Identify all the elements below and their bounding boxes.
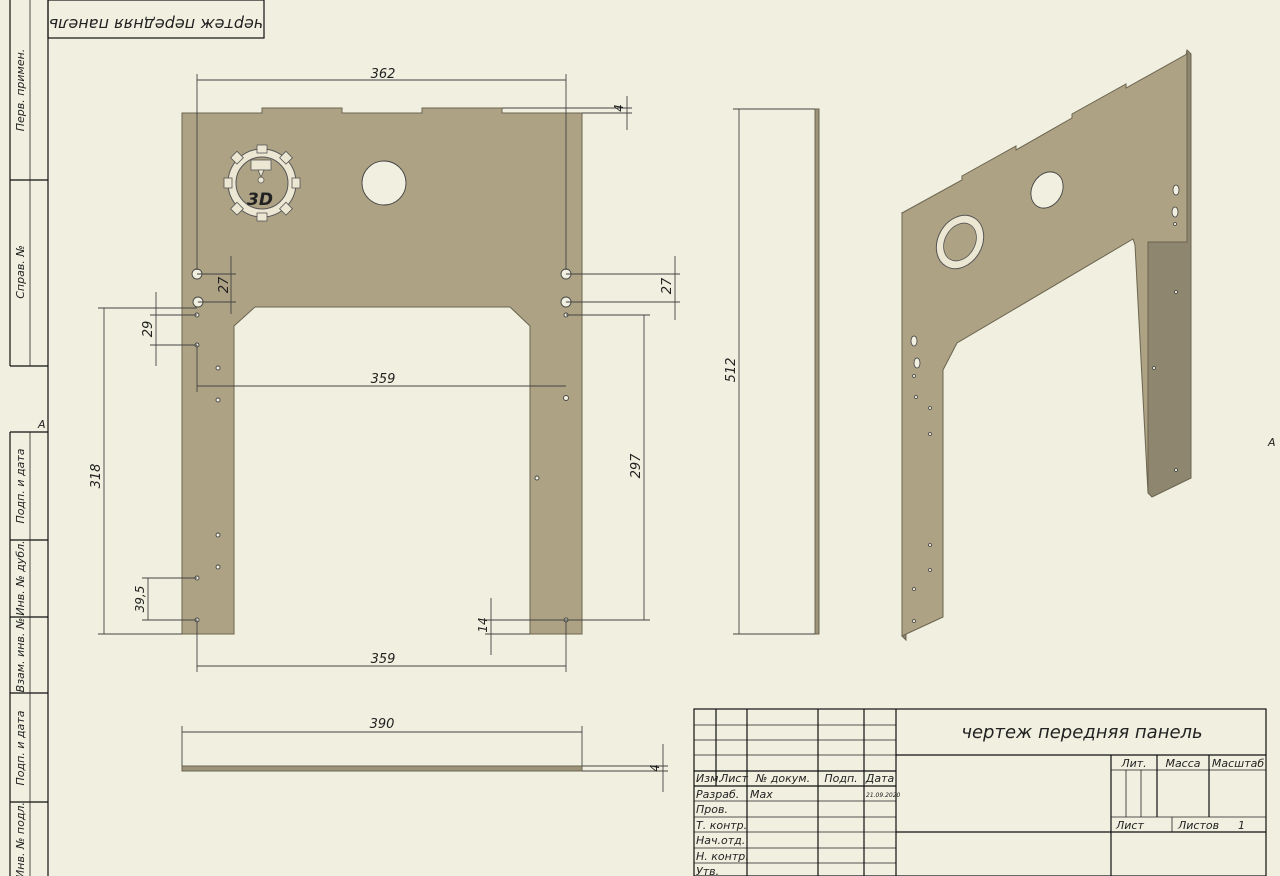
tb-lit-label: Лит.	[1120, 757, 1146, 770]
tb-header-data: Дата	[865, 772, 895, 785]
dim-hole-spacing-right-value: 27	[660, 277, 675, 294]
dim-foot-offset	[485, 598, 566, 655]
side-view-panel	[814, 108, 820, 635]
dim-foot-offset-value: 14	[476, 617, 490, 632]
tb-header-nom-dokum: № докум.	[755, 772, 810, 785]
dim-tab-height	[502, 96, 632, 130]
dim-edge-width	[181, 726, 583, 766]
dim-edge-thickness-value: 4	[648, 764, 662, 772]
mirrored-title-box	[47, 0, 265, 39]
dim-tab-height-value: 4	[612, 104, 626, 112]
isometric-view	[901, 48, 1192, 642]
dim-inner-width	[196, 345, 566, 392]
tb-header-list: Лист	[719, 772, 748, 785]
tb-name-razrab: Max	[750, 788, 773, 801]
tb-header-izm: Изм.	[696, 772, 722, 785]
dim-inner-width-value: 359	[371, 372, 396, 387]
dim-hole-spacing-left-value: 27	[217, 276, 232, 293]
dim-side-height	[733, 108, 815, 635]
dim-bottom-hole-value: 39,5	[133, 586, 147, 613]
tb-header-podp: Подп.	[824, 772, 857, 785]
tb-sheet-label: Лист	[1115, 819, 1144, 832]
tb-role-prov: Пров.	[696, 803, 728, 816]
dim-hole-offset	[150, 292, 197, 366]
logo-text: 3D	[247, 190, 273, 210]
tb-role-razrab: Разраб.	[696, 788, 739, 801]
dim-hole-offset-value: 29	[141, 321, 156, 338]
side-label-podp-data-2: Подп. и дата	[14, 710, 27, 785]
zone-marker-left: A	[37, 418, 46, 431]
cable-hole	[361, 160, 407, 206]
side-label-inv-podl: Инв. № подл.	[14, 802, 27, 876]
tb-role-utv: Утв.	[696, 865, 719, 876]
dim-left-height-value: 318	[89, 464, 104, 489]
mounting-holes	[191, 268, 572, 623]
dim-hole-spacing-right	[566, 256, 680, 320]
title-block	[693, 708, 1267, 876]
dim-bottom-width	[196, 620, 567, 672]
tb-sheets-value: 1	[1238, 819, 1245, 832]
side-label-vzam-inv: Взам. инв. №	[14, 618, 27, 693]
side-label-podp-data: Подп. и дата	[14, 448, 27, 523]
dim-right-height	[566, 314, 650, 621]
zone-marker-right: A	[1267, 436, 1276, 449]
dim-right-height-value: 297	[629, 453, 644, 479]
dim-top-width-value: 362	[371, 67, 396, 82]
dim-left-height	[98, 307, 197, 635]
tb-scale-label: Масштаб	[1212, 757, 1264, 770]
side-label-perv-primen: Перв. примен.	[14, 49, 27, 132]
dim-bottom-width-value: 359	[371, 652, 396, 667]
dim-bottom-hole	[142, 577, 197, 621]
tb-role-t-kontr: Т. контр.	[696, 819, 747, 832]
side-label-inv-dubl: Инв. № дубл.	[14, 540, 27, 615]
logo-gear-icon	[223, 144, 301, 222]
tb-date-razrab: 21.09.2020	[866, 792, 901, 799]
dim-edge-width-value: 390	[370, 717, 395, 732]
edge-view-panel	[181, 765, 583, 772]
dim-top-width	[196, 74, 567, 270]
tb-role-nach-otd: Нач.отд.	[696, 834, 745, 847]
tb-role-n-kontr: Н. контр.	[696, 850, 749, 863]
dim-hole-spacing-left	[197, 256, 236, 314]
dim-side-height-value: 512	[724, 358, 739, 383]
tb-mass-label: Масса	[1165, 757, 1200, 770]
dim-edge-thickness	[582, 744, 668, 792]
side-label-sprav: Справ. №	[14, 245, 27, 299]
drawing-title: чертеж передняя панель	[961, 722, 1202, 743]
mirrored-title: чертеж передняя панель	[49, 15, 264, 34]
tb-sheets-label: Листов	[1177, 819, 1219, 832]
